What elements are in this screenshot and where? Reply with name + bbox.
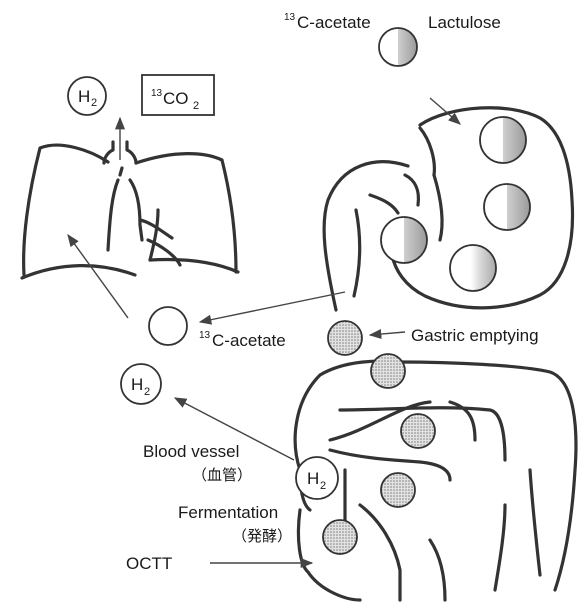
intestinal-bolus-circle-3 — [323, 520, 357, 554]
h2-gut-badge: H 2 — [296, 457, 338, 499]
blood-vessel-jp-label: （血管） — [192, 467, 252, 484]
stomach-illustration — [324, 108, 572, 310]
intestinal-bolus-circle-2 — [381, 473, 415, 507]
co2-text: CO — [163, 89, 189, 108]
lungs-illustration — [22, 118, 238, 278]
duodenal-bolus-circle-1 — [328, 321, 362, 355]
octt-label: OCTT — [126, 554, 172, 573]
acetate-top-label: C-acetate — [297, 13, 371, 32]
stomach-content-circle-3 — [450, 245, 496, 291]
h2-gut-subscript: 2 — [320, 480, 326, 492]
intestinal-bolus-circle-1 — [401, 414, 435, 448]
acetate-mid-superscript: 13 — [199, 330, 211, 341]
h2-mid-badge: H 2 — [121, 364, 161, 404]
lactulose-label: Lactulose — [428, 13, 501, 32]
h2-mid-subscript: 2 — [144, 386, 150, 398]
co2-box: 13 CO 2 — [142, 75, 214, 115]
stomach-content-circle-1 — [480, 117, 526, 163]
acetate-mid-label: C-acetate — [212, 331, 286, 350]
lactulose-dose-circle — [379, 28, 417, 66]
h2-top-subscript: 2 — [91, 97, 97, 109]
co2-subscript: 2 — [193, 100, 199, 112]
acetate-top-superscript: 13 — [284, 12, 296, 23]
acetate-absorption-arrow — [200, 292, 345, 322]
stomach-content-circle-2 — [484, 184, 530, 230]
blood-vessel-label: Blood vessel — [143, 442, 239, 461]
acetate-blood-circle — [149, 307, 187, 345]
gastric-emptying-label: Gastric emptying — [411, 326, 539, 345]
gastric-emptying-arrow — [370, 332, 405, 335]
h2-top-badge: H 2 — [68, 77, 106, 115]
h2-gut-text: H — [307, 469, 319, 488]
fermentation-jp-label: （発酵） — [232, 528, 292, 545]
stomach-content-circle-4 — [381, 217, 427, 263]
h2-top-text: H — [78, 87, 90, 106]
fermentation-label: Fermentation — [178, 503, 278, 522]
h2-mid-text: H — [131, 375, 143, 394]
acetate-to-lung-arrow — [68, 235, 128, 318]
duodenal-bolus-circle-2 — [371, 354, 405, 388]
co2-superscript: 13 — [151, 88, 163, 99]
